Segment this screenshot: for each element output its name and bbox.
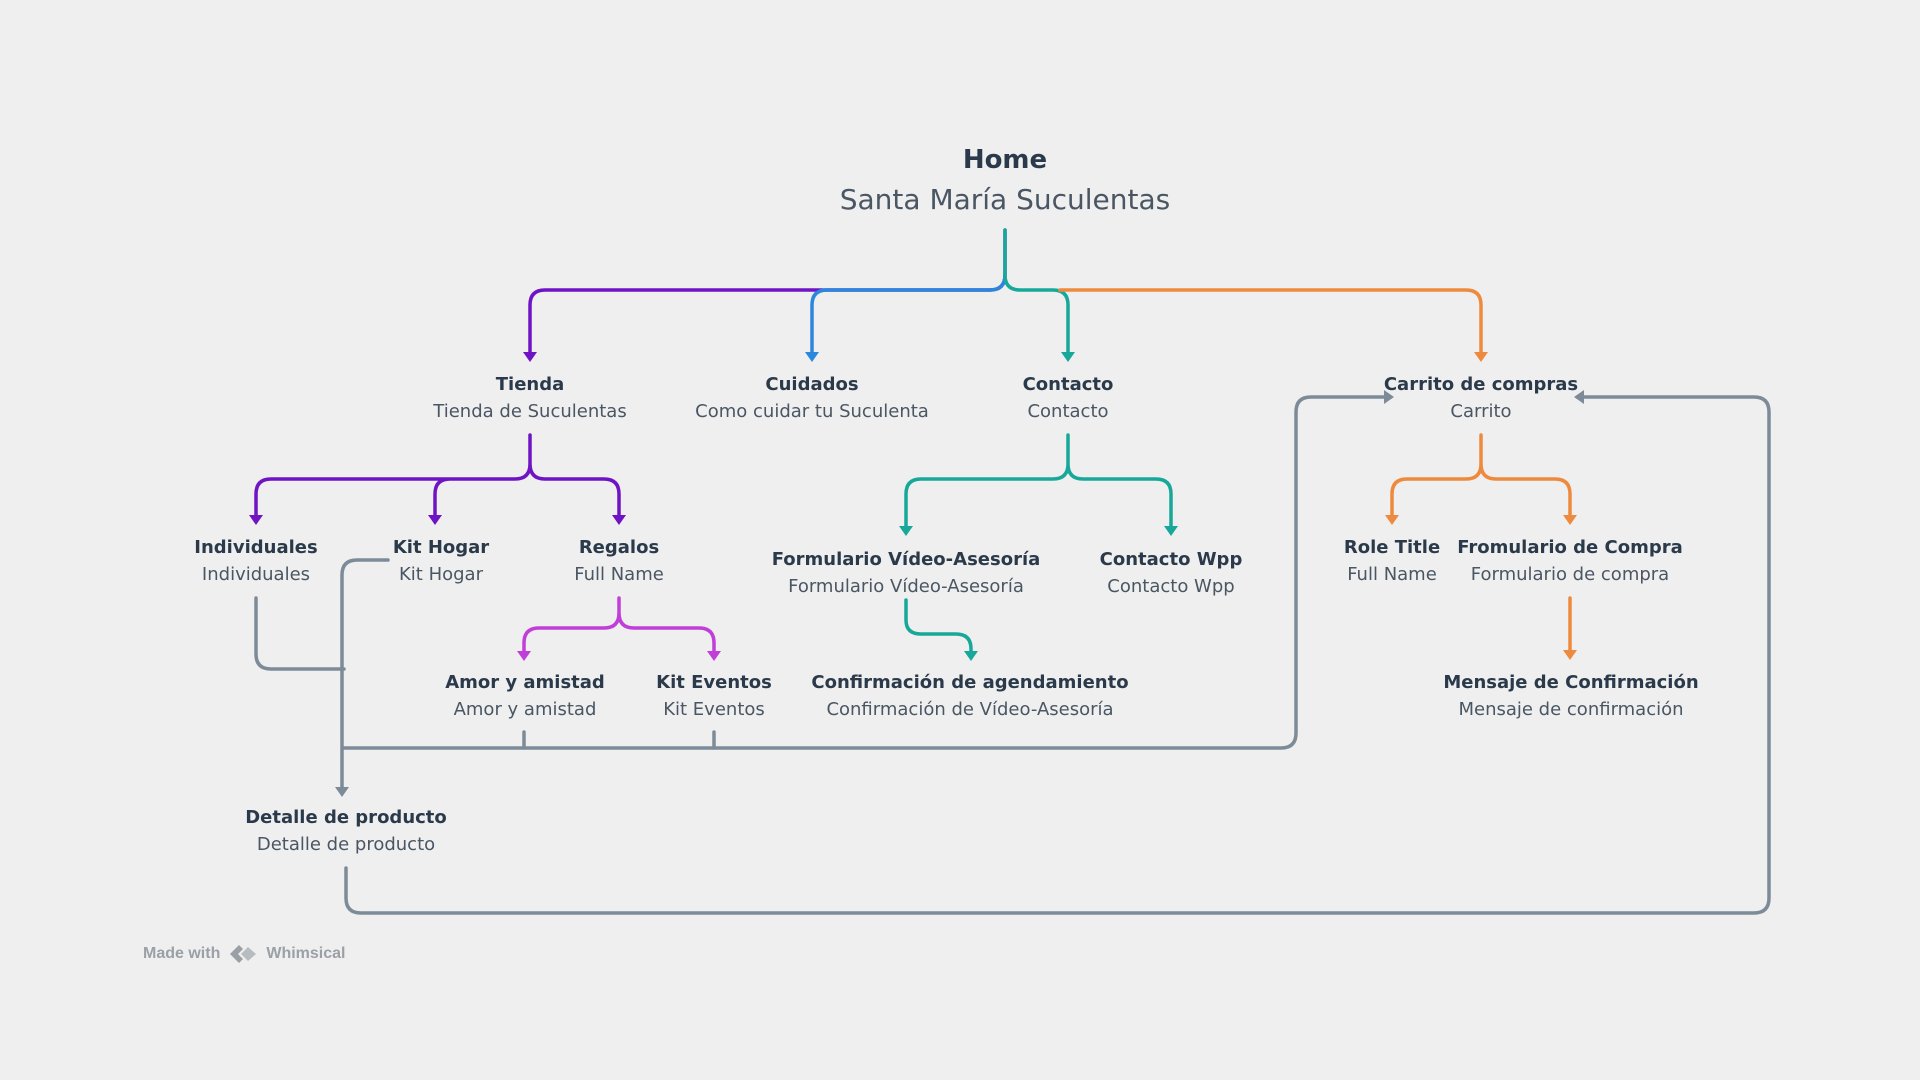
- arrow-tienda: [523, 352, 537, 362]
- node-title: Tienda: [495, 374, 565, 395]
- connector-home-contacto: [1003, 228, 1070, 354]
- node-subtitle: Como cuidar tu Suculenta: [695, 401, 929, 422]
- node-individuales[interactable]: Individuales Individuales: [194, 534, 317, 588]
- node-subtitle: Contacto Wpp: [1107, 576, 1235, 597]
- node-title: Regalos: [578, 537, 660, 558]
- node-subtitle: Formulario Vídeo-Asesoría: [788, 576, 1024, 597]
- arrow-formulario-compra: [1563, 515, 1577, 525]
- node-subtitle: Confirmación de Vídeo-Asesoría: [826, 699, 1114, 720]
- node-regalos[interactable]: Regalos Full Name: [574, 534, 664, 588]
- node-subtitle: Kit Eventos: [663, 699, 765, 720]
- arrow-detalle-producto: [335, 787, 349, 797]
- node-title: Detalle de producto: [245, 807, 447, 828]
- arrow-contacto: [1061, 352, 1075, 362]
- node-subtitle: Kit Hogar: [398, 564, 483, 585]
- node-title: Kit Eventos: [656, 672, 772, 693]
- node-title: Role Title: [1343, 537, 1441, 558]
- node-title: Confirmación de agendamiento: [811, 672, 1129, 693]
- node-subtitle: Full Name: [574, 564, 664, 585]
- node-mensaje-confirmacion[interactable]: Mensaje de Confirmación Mensaje de confi…: [1443, 669, 1698, 723]
- node-formulario-compra[interactable]: Fromulario de Compra Formulario de compr…: [1457, 534, 1683, 588]
- node-title: Kit Hogar: [392, 537, 490, 558]
- node-kit-eventos[interactable]: Kit Eventos Kit Eventos: [656, 669, 772, 723]
- node-cuidados[interactable]: Cuidados Como cuidar tu Suculenta: [695, 371, 929, 425]
- arrow-mensaje-confirmacion: [1563, 650, 1577, 660]
- arrow-carrito-left: [1384, 390, 1394, 404]
- arrow-formulario-video: [899, 526, 913, 536]
- arrow-individuales: [249, 515, 263, 525]
- arrow-cuidados: [805, 352, 819, 362]
- whimsical-logo-icon: [228, 943, 258, 965]
- node-title: Mensaje de Confirmación: [1443, 672, 1699, 693]
- node-title: Individuales: [194, 537, 318, 558]
- connector-home-carrito: [1058, 288, 1483, 354]
- node-subtitle: Full Name: [1347, 564, 1437, 585]
- made-with-whimsical-badge[interactable]: Made with Whimsical: [143, 942, 345, 966]
- connector-carrito-children: [1390, 433, 1572, 517]
- made-with-label: Made with: [143, 945, 221, 962]
- node-subtitle: Santa María Suculentas: [839, 183, 1171, 216]
- arrow-amor-amistad: [517, 651, 531, 661]
- node-title: Amor y amistad: [445, 672, 605, 693]
- node-title: Contacto: [1022, 374, 1114, 395]
- node-title: Contacto Wpp: [1099, 549, 1243, 570]
- arrow-kit-hogar: [428, 515, 442, 525]
- connector-home-cuidados: [810, 273, 1007, 354]
- connector-regalos-children: [522, 596, 716, 653]
- node-home[interactable]: Home Santa María Suculentas: [840, 140, 1171, 220]
- connector-formulario-confirmacion: [904, 598, 973, 653]
- connector-contacto-children: [904, 433, 1173, 528]
- node-role-title[interactable]: Role Title Full Name: [1344, 534, 1440, 588]
- node-tienda[interactable]: Tienda Tienda de Suculentas: [433, 371, 626, 425]
- connector-kit-hogar-detalle: [340, 558, 390, 789]
- node-title: Carrito de compras: [1383, 374, 1579, 395]
- arrow-carrito: [1474, 352, 1488, 362]
- connector-detalle-carrito: [344, 395, 1771, 915]
- connector-individuales-detalle: [254, 596, 346, 671]
- node-contacto-wpp[interactable]: Contacto Wpp Contacto Wpp: [1100, 546, 1243, 600]
- node-subtitle: Carrito: [1450, 401, 1512, 422]
- arrow-kit-eventos: [707, 651, 721, 661]
- arrow-confirmacion-agenda: [964, 651, 978, 661]
- arrow-regalos: [612, 515, 626, 525]
- node-title: Fromulario de Compra: [1457, 537, 1683, 558]
- node-subtitle: Mensaje de confirmación: [1458, 699, 1684, 720]
- node-subtitle: Contacto: [1027, 401, 1109, 422]
- connector-tienda-children: [254, 433, 621, 517]
- node-subtitle: Amor y amistad: [453, 699, 597, 720]
- node-carrito[interactable]: Carrito de compras Carrito: [1384, 371, 1578, 425]
- arrow-carrito-right: [1574, 390, 1584, 404]
- arrow-contacto-wpp: [1164, 526, 1178, 536]
- node-confirmacion-agenda[interactable]: Confirmación de agendamiento Confirmació…: [811, 669, 1128, 723]
- node-detalle-producto[interactable]: Detalle de producto Detalle de producto: [245, 804, 447, 858]
- node-contacto[interactable]: Contacto Contacto: [1023, 371, 1114, 425]
- whimsical-brand-label: Whimsical: [266, 945, 346, 962]
- arrow-role-title: [1385, 515, 1399, 525]
- node-subtitle: Detalle de producto: [256, 834, 436, 855]
- node-amor-amistad[interactable]: Amor y amistad Amor y amistad: [445, 669, 605, 723]
- node-subtitle: Formulario de compra: [1470, 564, 1670, 585]
- node-title: Home: [962, 145, 1048, 175]
- connector-productos-carrito: [342, 395, 1386, 750]
- node-subtitle: Tienda de Suculentas: [433, 401, 627, 422]
- node-subtitle: Individuales: [201, 564, 311, 585]
- node-kit-hogar[interactable]: Kit Hogar Kit Hogar: [393, 534, 489, 588]
- node-formulario-video[interactable]: Formulario Vídeo-Asesoría Formulario Víd…: [772, 546, 1041, 600]
- node-title: Formulario Vídeo-Asesoría: [771, 549, 1041, 570]
- node-title: Cuidados: [765, 374, 859, 395]
